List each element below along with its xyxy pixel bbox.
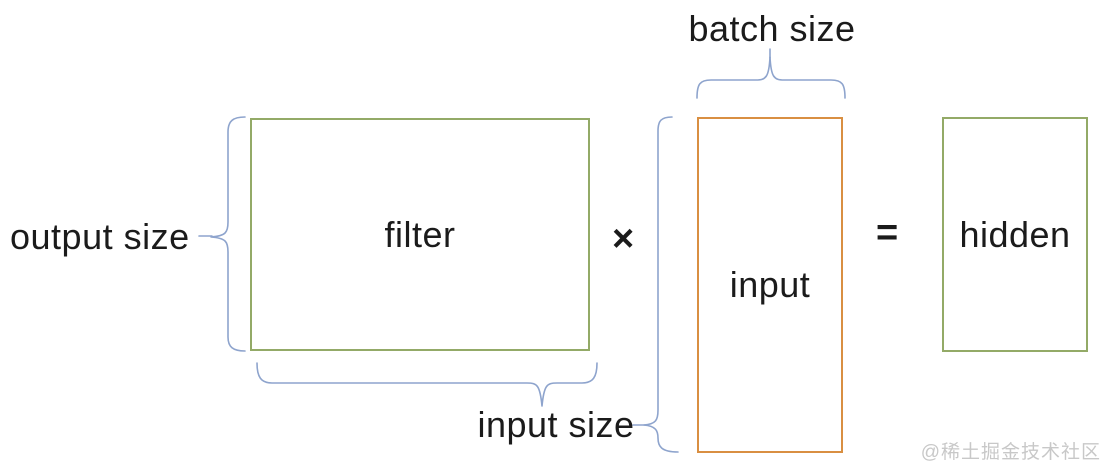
input-size-side-brace [643,116,679,453]
hidden-matrix-label: hidden [959,213,1071,255]
output-size-label: output size [10,216,190,257]
watermark-text: @稀土掘金技术社区 [920,442,1101,463]
equals-operator: = [876,212,899,254]
filter-matrix-label: filter [384,213,456,255]
batch-size-label: batch size [688,8,856,49]
input-size-bottom-brace [256,362,598,407]
multiply-operator: × [612,218,635,260]
output-size-brace [210,116,246,352]
batch-size-brace [696,56,846,99]
filter-matrix-box: filter [250,118,590,351]
hidden-matrix-box: hidden [942,117,1088,352]
input-matrix-label: input [729,264,811,305]
input-matrix-box: input [697,117,843,453]
input-size-label: input size [477,404,635,445]
